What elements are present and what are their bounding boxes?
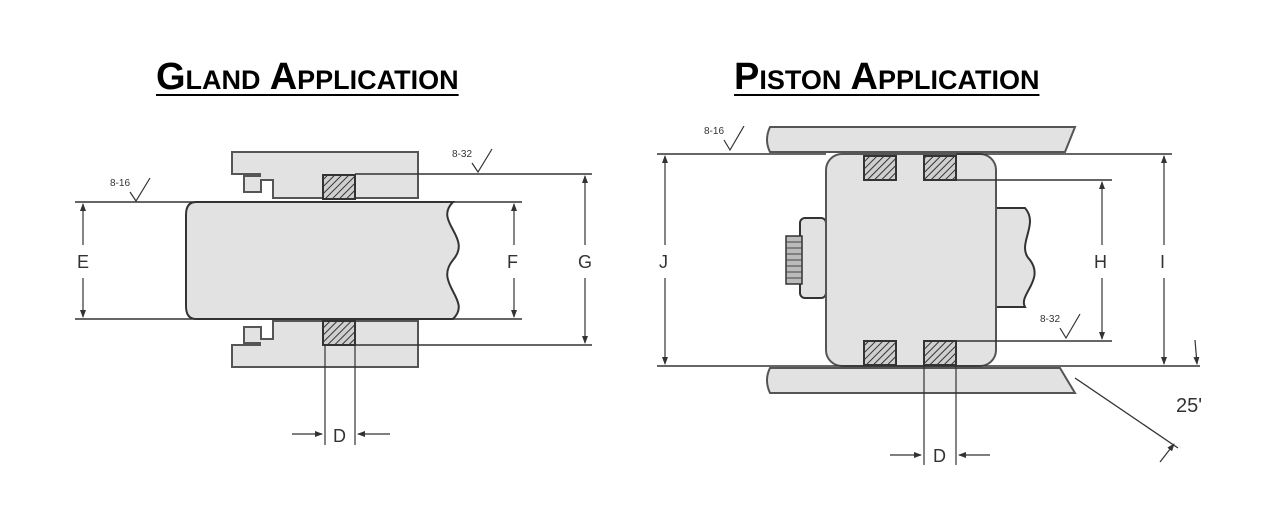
piston-nut xyxy=(799,217,827,299)
finish-mark-gland-groove: 8-32 xyxy=(452,149,472,160)
dim-i-label: I xyxy=(1160,252,1165,272)
piston-seal-lower-left xyxy=(863,340,897,366)
piston-body xyxy=(825,153,997,367)
piston-upper-bore xyxy=(766,126,1077,153)
piston-diagram: J H I D 25' 8-16 8-32 xyxy=(657,125,1202,466)
dim-h-label: H xyxy=(1094,252,1107,272)
piston-seal-upper-left xyxy=(863,155,897,181)
dim-d-label-gland: D xyxy=(333,426,346,446)
piston-seal-lower-right xyxy=(923,340,957,366)
gland-diagram: E F G D 8-16 8-32 xyxy=(75,148,592,446)
gland-rod xyxy=(185,201,460,320)
dim-d-label-piston: D xyxy=(933,446,946,466)
dim-g-label: G xyxy=(578,252,592,272)
angle-label: 25' xyxy=(1176,395,1202,417)
finish-mark-gland-rod: 8-16 xyxy=(110,178,130,189)
piston-rod xyxy=(992,207,1036,308)
dim-f-label: F xyxy=(507,252,518,272)
finish-mark-piston-groove: 8-32 xyxy=(1040,314,1060,325)
piston-seal-upper-right xyxy=(923,155,957,181)
finish-mark-piston-bore: 8-16 xyxy=(704,126,724,137)
gland-seal-upper xyxy=(322,174,356,200)
piston-lower-bore xyxy=(766,367,1077,394)
gland-application-title: Gland Application xyxy=(156,56,459,98)
piston-application-title: Piston Application xyxy=(734,56,1040,98)
gland-seal-lower xyxy=(322,320,356,346)
dim-j-label: J xyxy=(659,252,668,272)
dim-e-label: E xyxy=(77,252,89,272)
